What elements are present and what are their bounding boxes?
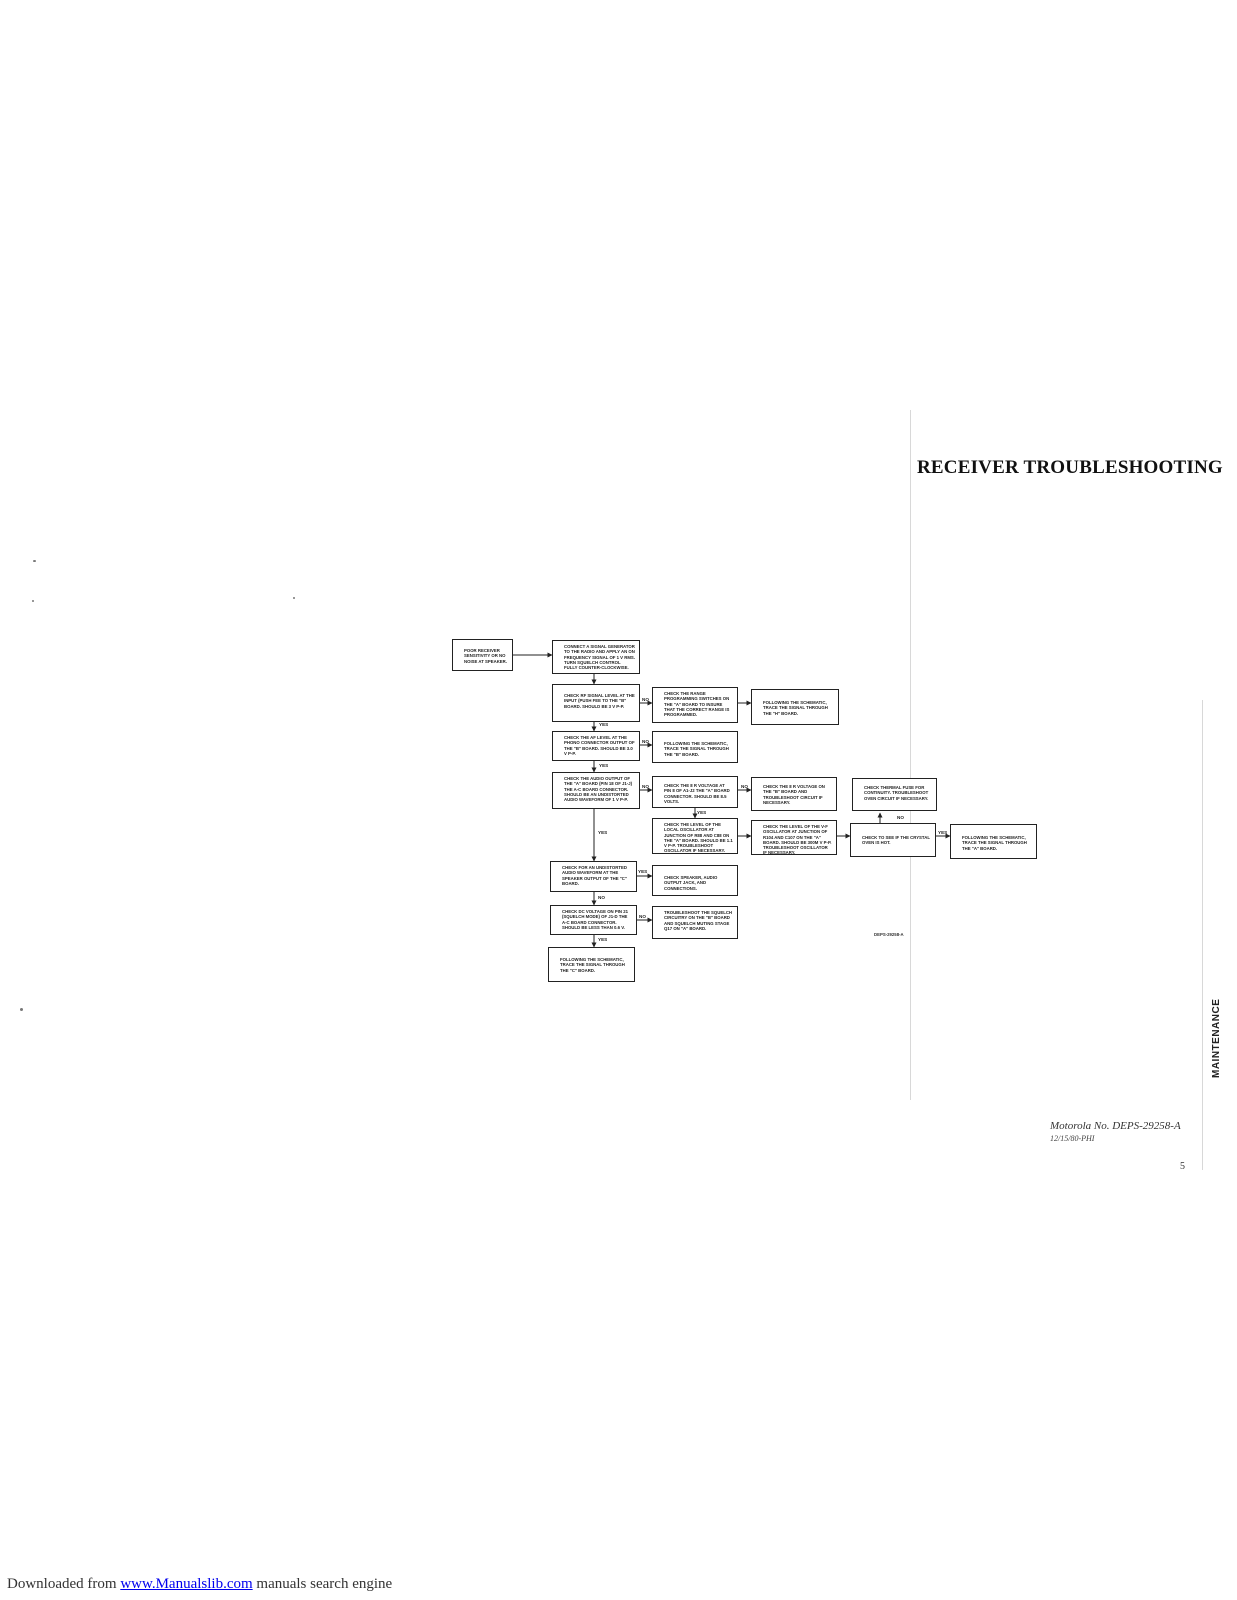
edge-label-no: NO — [897, 815, 904, 820]
node-check-crystal: CHECK TO SEE IF THE CRYSTAL OVEN IS HOT. — [850, 823, 936, 857]
document-date: 12/15/80-PHI — [1050, 1134, 1095, 1143]
diagram-code: DEPS-29258-A — [874, 932, 904, 937]
node-check-8r: CHECK THE 8 R VOLTAGE AT PIN 8 OF A1-J2 … — [652, 776, 738, 808]
edge-label-yes: YES — [599, 763, 609, 768]
scan-line — [1202, 700, 1203, 1170]
node-check-rf-level: CHECK RF SIGNAL LEVEL AT THE INPUT (PUSH… — [552, 684, 640, 722]
edge-label-no: NO — [642, 784, 649, 789]
scan-line — [910, 410, 911, 1100]
node-troubleshoot-squelch: TROUBLESHOOT THE SQUELCH CIRCUITRY ON TH… — [652, 906, 738, 939]
document-number: Motorola No. DEPS-29258-A — [1050, 1120, 1181, 1132]
node-check-vf-osc: CHECK THE LEVEL OF THE V-F OSCILLATOR AT… — [751, 820, 837, 855]
node-check-af-level: CHECK THE AF LEVEL AT THE PHONO CONNECTO… — [552, 731, 640, 761]
node-check-thermal: CHECK THERMAL FUSE FOR CONTINUITY. TROUB… — [852, 778, 937, 811]
scan-speck — [32, 600, 34, 602]
scan-speck — [20, 1008, 23, 1011]
node-check-audio-output: CHECK THE AUDIO OUTPUT OF THE "A" BOARD … — [552, 772, 640, 809]
node-follow-a: FOLLOWING THE SCHEMATIC, TRACE THE SIGNA… — [950, 824, 1037, 859]
section-label: MAINTENANCE — [1211, 998, 1222, 1078]
node-follow-c: FOLLOWING THE SCHEMATIC, TRACE THE SIGNA… — [548, 947, 635, 982]
edge-label-no: NO — [639, 914, 646, 919]
node-follow-b: FOLLOWING THE SCHEMATIC, TRACE THE SIGNA… — [652, 731, 738, 763]
node-check-undistorted: CHECK FOR AN UNDISTORTED AUDIO WAVEFORM … — [550, 861, 637, 892]
edge-label-yes: YES — [638, 869, 648, 874]
edge-label-yes: YES — [599, 722, 609, 727]
page-number: 5 — [1180, 1161, 1185, 1172]
edge-label-yes: YES — [697, 810, 707, 815]
manualslib-link[interactable]: www.Manualslib.com — [120, 1576, 253, 1592]
node-check-range: CHECK THE RANGE PROGRAMMING SWITCHES ON … — [652, 687, 738, 723]
download-footer: Downloaded from www.Manualslib.com manua… — [7, 1576, 392, 1593]
footer-prefix: Downloaded from — [7, 1576, 121, 1592]
node-follow-h: FOLLOWING THE SCHEMATIC, TRACE THE SIGNA… — [751, 689, 839, 725]
edge-label-no: NO — [598, 895, 605, 900]
edge-label-yes: YES — [598, 830, 608, 835]
edge-label-no: NO — [741, 784, 748, 789]
edge-label-no: NO — [642, 697, 649, 702]
footer-suffix: manuals search engine — [252, 1576, 393, 1592]
edge-label-no: NO — [642, 739, 649, 744]
edge-label-yes: YES — [598, 937, 608, 942]
edge-label-yes: YES — [938, 830, 948, 835]
scan-speck — [33, 560, 36, 562]
node-check-8r-b: CHECK THE 8 R VOLTAGE ON THE "B" BOARD A… — [751, 777, 837, 811]
node-check-speaker: CHECK SPEAKER, AUDIO OUTPUT JACK, AND CO… — [652, 865, 738, 896]
node-check-dc: CHECK DC VOLTAGE ON PIN 21 (SQUELCH MODE… — [550, 905, 637, 935]
node-check-local-osc: CHECK THE LEVEL OF THE LOCAL OSCILLATOR … — [652, 818, 738, 854]
page-title: RECEIVER TROUBLESHOOTING — [917, 457, 1223, 478]
scan-speck — [293, 597, 295, 599]
node-poor-receiver: POOR RECEIVER SENSITIVITY OR NO NOISE AT… — [452, 639, 513, 671]
node-connect-generator: CONNECT A SIGNAL GENERATOR TO THE RADIO … — [552, 640, 640, 674]
